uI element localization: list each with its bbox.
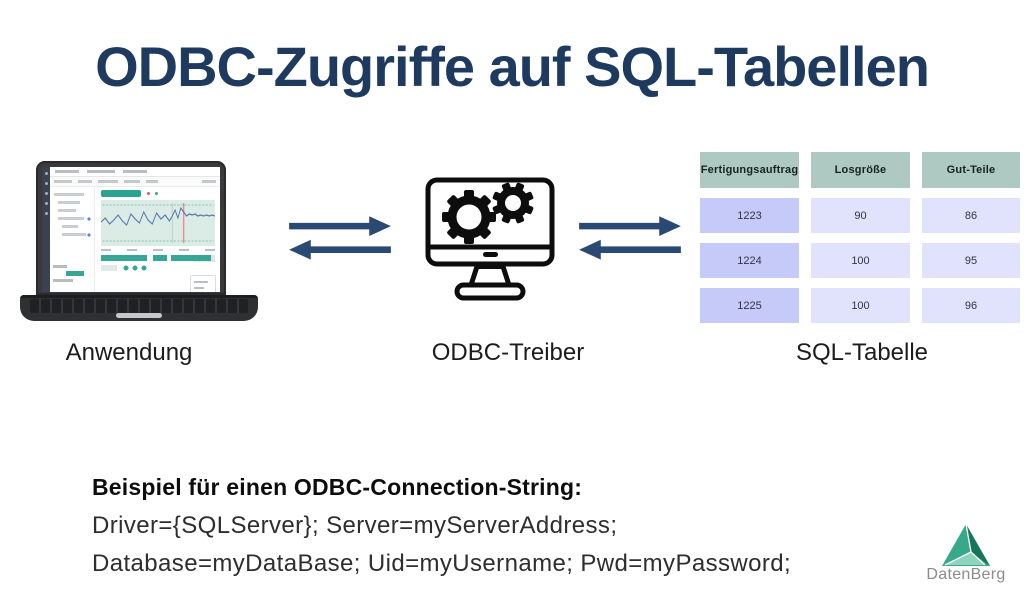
- legend-red-dot: [147, 192, 150, 195]
- table-header-cell: Gut-Teile: [922, 152, 1020, 188]
- app-sidebar-icons: [42, 167, 50, 292]
- app-tree-panel: [50, 187, 95, 292]
- laptop-keyboard: [30, 299, 248, 313]
- connection-string-line: Driver={SQLServer}; Server=myServerAddre…: [92, 512, 618, 539]
- pyramid-logo-icon: [942, 523, 990, 566]
- laptop-trackpad-notch: [116, 313, 162, 318]
- app-side-panel: [190, 275, 216, 292]
- table-cell: 86: [922, 198, 1020, 233]
- app-mini-table: [101, 275, 188, 290]
- app-screenshot: [42, 167, 220, 292]
- app-main-area: [95, 187, 220, 292]
- app-toolbar: [50, 177, 220, 187]
- table-header-cell: Fertigungsauftrag: [700, 152, 799, 188]
- gear-small-icon: [492, 182, 534, 224]
- sql-table: Fertigungsauftrag Losgröße Gut-Teile 122…: [700, 152, 1020, 323]
- bidirectional-arrows-icon: [579, 216, 681, 260]
- table-cell: 90: [811, 198, 910, 233]
- bidirectional-arrows-icon: [289, 216, 391, 260]
- label-odbc-treiber: ODBC-Treiber: [431, 339, 585, 366]
- gear-large-icon: [442, 190, 496, 244]
- table-cell: 100: [811, 288, 910, 323]
- mini-line-chart: [100, 200, 216, 246]
- monitor-gears-icon: [425, 177, 555, 301]
- laptop-base: [20, 295, 258, 321]
- table-cell: 96: [922, 288, 1020, 323]
- table-cell: 100: [811, 243, 910, 278]
- table-cell: 1224: [700, 243, 799, 278]
- app-tab-bar: [50, 167, 220, 177]
- logo-wordmark: DatenBerg: [926, 566, 1006, 583]
- connection-string-heading: Beispiel für einen ODBC-Connection-Strin…: [92, 474, 583, 500]
- connection-string-block: Beispiel für einen ODBC-Connection-Strin…: [92, 474, 791, 588]
- app-filter-pills-2: [101, 265, 215, 272]
- legend-green-dot: [155, 192, 158, 195]
- app-filter-pills: [101, 255, 215, 262]
- connection-string-line: Database=myDataBase; Uid=myUsername; Pwd…: [92, 550, 792, 577]
- table-header-cell: Losgröße: [811, 152, 910, 188]
- table-cell: 1225: [700, 288, 799, 323]
- laptop-screen: [36, 161, 226, 295]
- table-cell: 95: [922, 243, 1020, 278]
- label-sql-tabelle: SQL-Tabelle: [795, 339, 929, 366]
- laptop-hinge: [20, 295, 258, 298]
- label-anwendung: Anwendung: [65, 339, 193, 366]
- table-cell: 1223: [700, 198, 799, 233]
- app-series-chip: [101, 190, 141, 197]
- mini-chart-axis: [101, 248, 215, 252]
- page-title: ODBC-Zugriffe auf SQL-Tabellen: [95, 35, 930, 98]
